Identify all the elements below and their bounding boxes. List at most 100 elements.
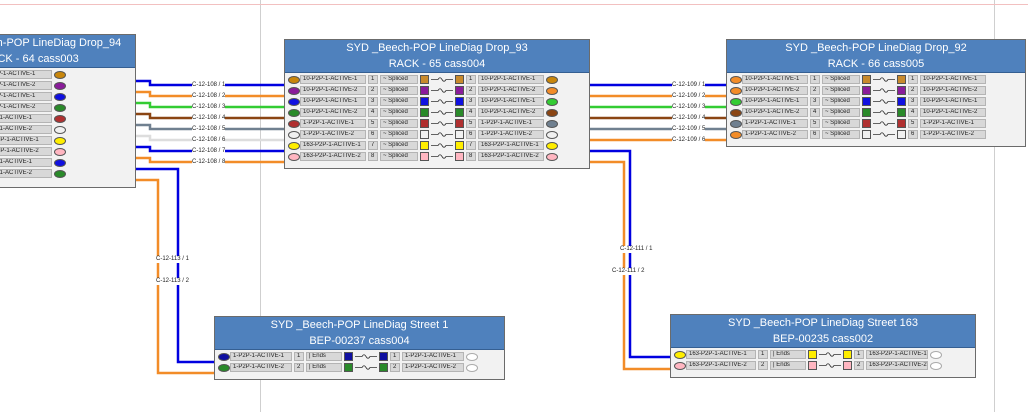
connector-icon[interactable] bbox=[54, 136, 66, 145]
connector-icon[interactable] bbox=[546, 152, 558, 161]
connector-icon[interactable] bbox=[54, 169, 66, 178]
connector-icon[interactable] bbox=[54, 114, 66, 123]
connector-icon[interactable] bbox=[218, 352, 230, 361]
circuit-label: 10-P2P-1-ACTIVE-2 bbox=[920, 108, 986, 117]
connector-icon[interactable] bbox=[288, 97, 300, 106]
connector-icon[interactable] bbox=[54, 147, 66, 156]
port-number: 6 bbox=[810, 130, 820, 139]
connector-icon[interactable] bbox=[288, 108, 300, 117]
connector-icon[interactable] bbox=[730, 86, 742, 95]
connector-icon[interactable] bbox=[54, 158, 66, 167]
panel-drop-92-title: SYD _Beech-POP LineDiag Drop_92 bbox=[785, 42, 967, 54]
fiber-color-swatch bbox=[455, 97, 464, 106]
connector-icon[interactable] bbox=[730, 119, 742, 128]
connector-icon[interactable] bbox=[288, 130, 300, 139]
port-number: 1 bbox=[294, 352, 304, 361]
cable-line[interactable] bbox=[582, 149, 678, 359]
cable-label: C-12-109 / 2 bbox=[672, 93, 706, 100]
connector-icon[interactable] bbox=[546, 130, 558, 139]
fiber-color-swatch bbox=[897, 130, 906, 139]
connector-icon[interactable] bbox=[930, 350, 942, 359]
connector-icon[interactable] bbox=[288, 86, 300, 95]
splice-icon bbox=[431, 141, 453, 150]
splice-status: ~ Spliced bbox=[822, 86, 860, 95]
port-number: 2 bbox=[294, 363, 304, 372]
connector-icon[interactable] bbox=[730, 75, 742, 84]
cable-line[interactable] bbox=[128, 167, 222, 364]
connector-icon[interactable] bbox=[546, 108, 558, 117]
cable-label: C-12-108 / 5 bbox=[192, 126, 226, 133]
connector-icon[interactable] bbox=[288, 75, 300, 84]
cable-label: C-12-109 / 5 bbox=[672, 126, 706, 133]
circuit-label: 1-P2P-1-ACTIVE-1 bbox=[920, 119, 986, 128]
connector-icon[interactable] bbox=[930, 361, 942, 370]
port-number: 2 bbox=[466, 86, 476, 95]
page-guide-vertical-2 bbox=[994, 0, 995, 412]
drop-94-row: 210-P2P-1-ACTIVE-2 bbox=[0, 81, 132, 90]
panel-drop-94[interactable]: SYD _Beech-POP LineDiag Drop_94 RACK - 6… bbox=[0, 34, 136, 188]
connector-icon[interactable] bbox=[546, 86, 558, 95]
connector-icon[interactable] bbox=[288, 152, 300, 161]
connector-icon[interactable] bbox=[288, 141, 300, 150]
connector-icon[interactable] bbox=[466, 363, 478, 372]
splice-status: ~ Spliced bbox=[380, 75, 418, 84]
connector-icon[interactable] bbox=[674, 361, 686, 370]
connector-icon[interactable] bbox=[54, 103, 66, 112]
port-number: 4 bbox=[908, 108, 918, 117]
panel-drop-93[interactable]: SYD _Beech-POP LineDiag Drop_93 RACK - 6… bbox=[284, 39, 590, 169]
circuit-label: 10-P2P-1-ACTIVE-2 bbox=[742, 86, 808, 95]
connector-icon[interactable] bbox=[730, 97, 742, 106]
connector-icon[interactable] bbox=[466, 352, 478, 361]
connector-icon[interactable] bbox=[54, 125, 66, 134]
end-status: | Ends bbox=[306, 363, 342, 372]
fiber-color-swatch bbox=[808, 361, 817, 370]
panel-street-1[interactable]: SYD _Beech-POP LineDiag Street 1 BEP-002… bbox=[214, 316, 505, 380]
connector-icon[interactable] bbox=[54, 70, 66, 79]
connector-icon[interactable] bbox=[730, 130, 742, 139]
circuit-label: 1-P2P-1-ACTIVE-1 bbox=[0, 158, 52, 167]
connector-icon[interactable] bbox=[546, 75, 558, 84]
fiber-color-swatch bbox=[420, 108, 429, 117]
panel-drop-94-header: SYD _Beech-POP LineDiag Drop_94 RACK - 6… bbox=[0, 35, 135, 68]
fiber-color-swatch bbox=[455, 108, 464, 117]
connector-icon[interactable] bbox=[546, 97, 558, 106]
cable-label: C-12-113 / 2 bbox=[156, 278, 189, 285]
port-number: 6 bbox=[368, 130, 378, 139]
cable-line[interactable] bbox=[582, 160, 678, 371]
port-number: 4 bbox=[466, 108, 476, 117]
cable-label: C-12-113 / 1 bbox=[156, 256, 189, 263]
connector-icon[interactable] bbox=[54, 92, 66, 101]
panel-street-163-subtitle: BEP-00235 cass002 bbox=[772, 333, 874, 345]
panel-drop-93-title: SYD _Beech-POP LineDiag Drop_93 bbox=[346, 42, 528, 54]
connector-icon[interactable] bbox=[218, 363, 230, 372]
connector-icon[interactable] bbox=[54, 81, 66, 90]
cable-label: C-12-108 / 1 bbox=[192, 82, 226, 89]
cable-label: C-12-111 / 1 bbox=[620, 246, 653, 253]
panel-street-163-header: SYD _Beech-POP LineDiag Street 163 BEP-0… bbox=[671, 315, 975, 348]
circuit-label: 163-P2P-1-ACTIVE-1 bbox=[686, 350, 756, 359]
cable-label: C-12-108 / 2 bbox=[192, 93, 226, 100]
cable-label: C-12-109 / 6 bbox=[672, 137, 706, 144]
circuit-label: 163-P2P-1-ACTIVE-1 bbox=[478, 141, 544, 150]
connector-icon[interactable] bbox=[674, 350, 686, 359]
splice-status: ~ Spliced bbox=[822, 97, 860, 106]
drop-94-row: 410-P2P-1-ACTIVE-2 bbox=[0, 103, 132, 112]
splice-status: ~ Spliced bbox=[822, 75, 860, 84]
panel-street-163[interactable]: SYD _Beech-POP LineDiag Street 163 BEP-0… bbox=[670, 314, 976, 378]
end-status: | Ends bbox=[770, 361, 806, 370]
connector-icon[interactable] bbox=[546, 141, 558, 150]
connector-icon[interactable] bbox=[546, 119, 558, 128]
port-number: 2 bbox=[390, 363, 400, 372]
port-number: 2 bbox=[758, 361, 768, 370]
panel-drop-92[interactable]: SYD _Beech-POP LineDiag Drop_92 RACK - 6… bbox=[726, 39, 1026, 147]
panel-drop-94-title: SYD _Beech-POP LineDiag Drop_94 bbox=[0, 37, 122, 49]
connector-icon[interactable] bbox=[730, 108, 742, 117]
connector-icon[interactable] bbox=[288, 119, 300, 128]
cable-line[interactable] bbox=[128, 178, 222, 375]
port-number: 6 bbox=[908, 130, 918, 139]
circuit-label: 163-P2P-1-ACTIVE-1 bbox=[0, 136, 52, 145]
